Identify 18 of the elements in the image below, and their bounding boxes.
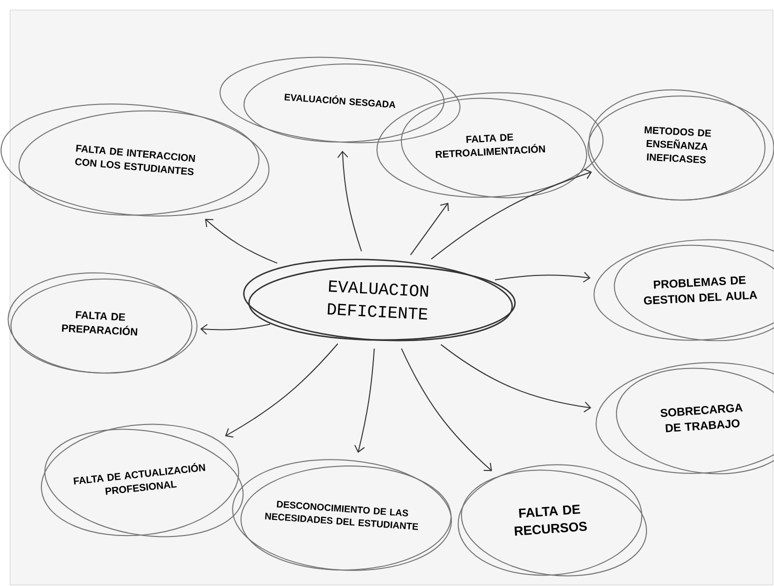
- arrow: [410, 202, 449, 256]
- ellipse-node: DESCONOCIMIENTO DE LAS NECESIDADES DEL ESTUDIANTE: [232, 459, 452, 571]
- arrow: [225, 343, 338, 438]
- arrow: [494, 272, 591, 283]
- arrow: [400, 348, 492, 472]
- ellipse-node: EVALUACIÓN SESGADA: [220, 56, 460, 144]
- arrow: [440, 344, 592, 412]
- ellipse-node: PROBLEMAS DE GESTION DEL AULA: [594, 239, 774, 342]
- ellipse-node: FALTA DE PREPARACIÓN: [8, 272, 198, 374]
- arrow: [200, 324, 271, 335]
- arrow: [337, 150, 362, 252]
- ellipse-node: SOBRECARGA DE TRABAJO: [596, 362, 774, 474]
- ellipse-node: FALTA DE INTERACCION CON LOS ESTUDIANTES: [0, 104, 270, 216]
- arrow: [430, 168, 592, 260]
- arrow: [354, 348, 375, 453]
- ellipse-node: METODOS DE ENSEÑANZA INEFICASES: [588, 89, 774, 201]
- ellipse-node: FALTA DE RECURSOS: [458, 464, 647, 576]
- arrow: [205, 218, 278, 264]
